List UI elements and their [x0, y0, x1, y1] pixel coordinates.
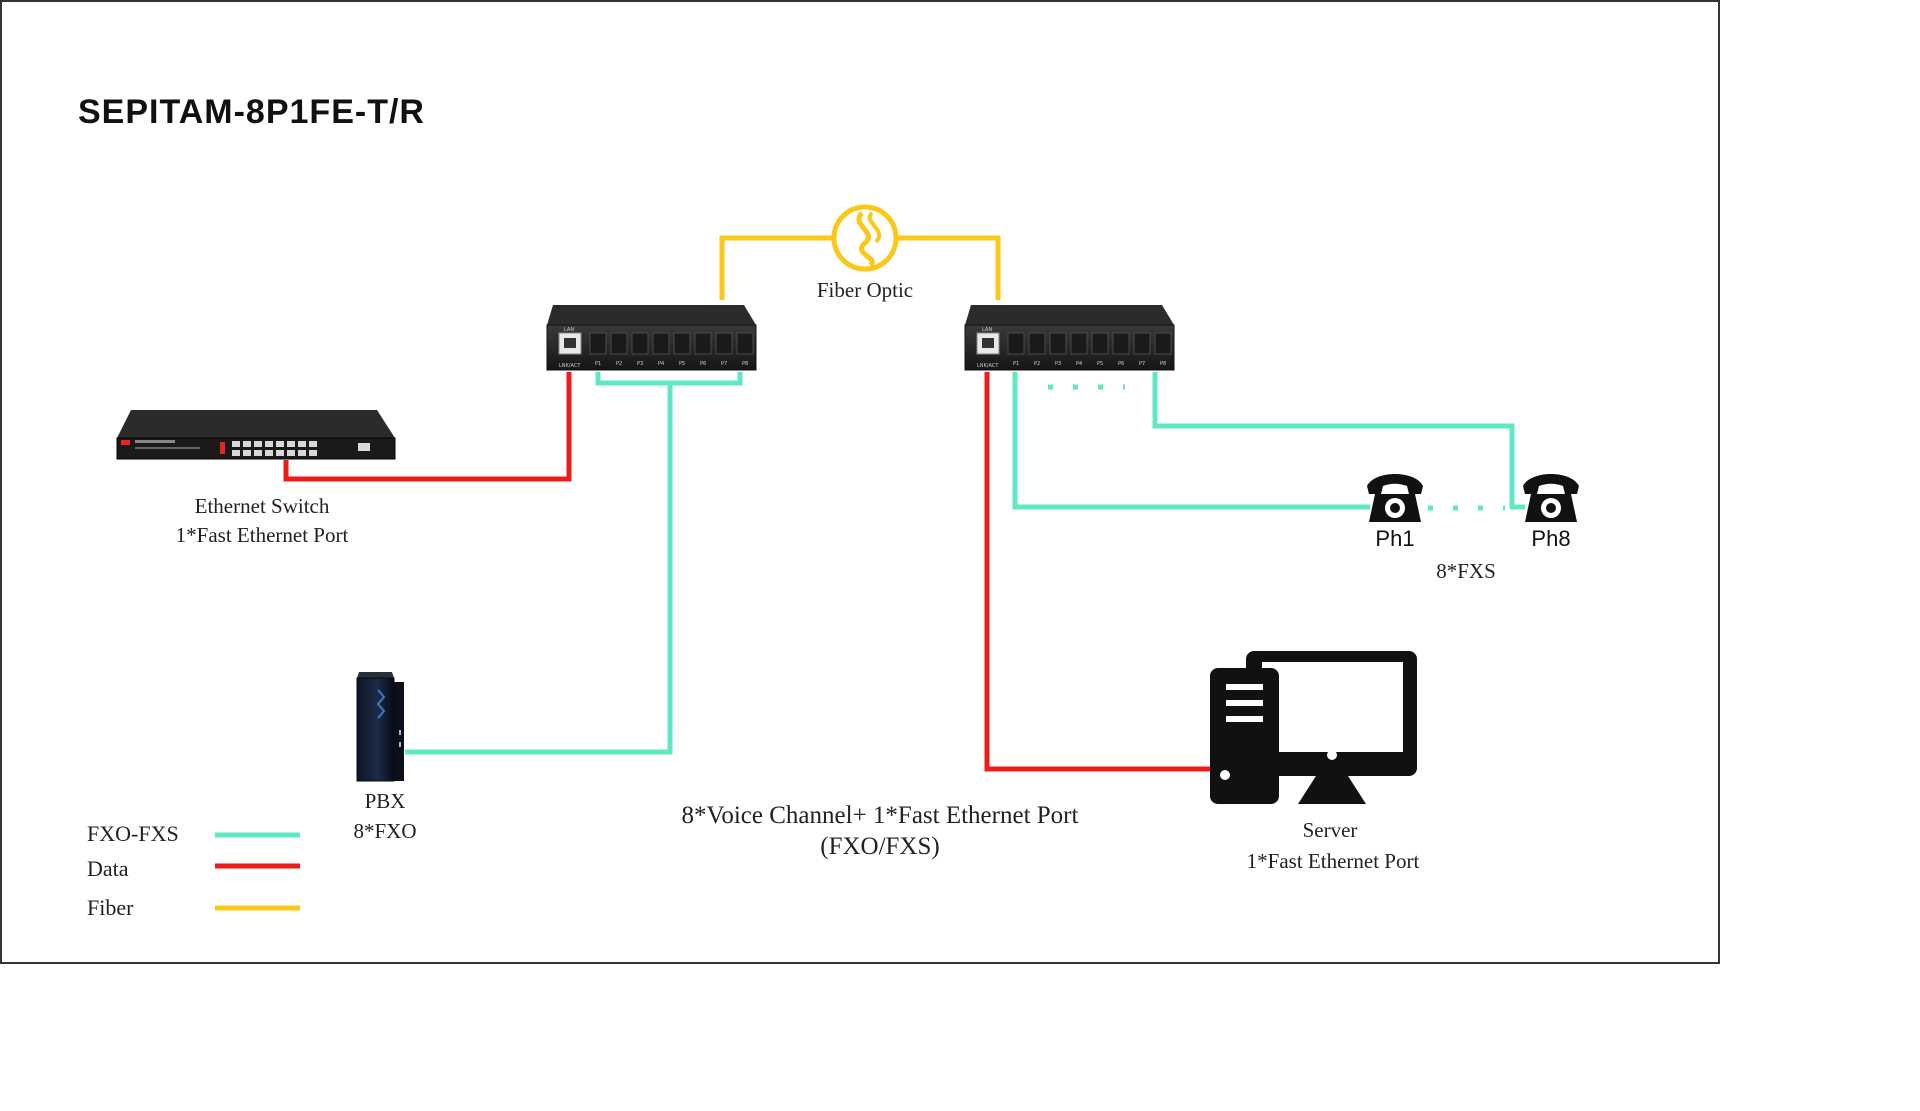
legend-label-fiber: Fiber: [87, 895, 134, 920]
ethernet-switch-icon: [116, 410, 396, 460]
phone-label-first: Ph1: [1375, 526, 1414, 551]
data-line-switch: [283, 372, 572, 482]
pbx-port-label: 8*FXO: [353, 819, 416, 843]
center-caption-line1: 8*Voice Channel+ 1*Fast Ethernet Port: [682, 802, 1079, 829]
converter-device-icon: LAN LNK/ACT P1 P2 P3 P4 P5 P6 P7 P8: [964, 305, 1175, 371]
fxs-line-ph8: [1152, 372, 1525, 510]
device-port-label: P7: [1139, 361, 1145, 367]
device-port-label: P8: [1160, 361, 1166, 367]
pbx-server-icon: [356, 672, 404, 782]
desktop-computer-icon: [1210, 651, 1417, 804]
device-port-label: P4: [658, 361, 664, 367]
device-port-label: P4: [1076, 361, 1082, 367]
device-port-label: P5: [1097, 361, 1103, 367]
fiber-optic-icon: [831, 204, 899, 272]
fxs-line-ph1: [1012, 372, 1370, 510]
device-port-label: P1: [595, 361, 601, 367]
legend-label-data: Data: [87, 856, 129, 881]
legend-label-fxo-fxs: FXO-FXS: [87, 821, 179, 846]
fiber-line: [898, 235, 1001, 300]
device-port-label: P3: [1055, 361, 1061, 367]
converter-device-icon: LAN LNK/ACT P1 P2 P3 P4 P5 P6 P7 P8: [546, 305, 757, 371]
legend: FXO-FXS Data Fiber: [87, 821, 300, 920]
fxs-group-label: 8*FXS: [1436, 559, 1496, 583]
device-port-label: P6: [1118, 361, 1124, 367]
diagram-frame: [0, 0, 1720, 964]
fiber-line: [719, 235, 833, 300]
device-lan-label: LAN: [982, 327, 992, 333]
device-port-label: P7: [721, 361, 727, 367]
phone-label-last: Ph8: [1531, 526, 1570, 551]
server-label: Server: [1303, 818, 1358, 842]
telephone-icon: [1367, 474, 1423, 522]
device-link-label: LNK/ACT: [977, 363, 999, 369]
device-link-label: LNK/ACT: [559, 363, 581, 369]
device-port-label: P8: [742, 361, 748, 367]
ethernet-switch-port-label: 1*Fast Ethernet Port: [176, 523, 349, 547]
device-lan-label: LAN: [564, 327, 574, 333]
device-port-label: P2: [1034, 361, 1040, 367]
fiber-optic-label: Fiber Optic: [817, 278, 913, 302]
data-line-server: [984, 372, 1210, 772]
pbx-label: PBX: [365, 789, 406, 813]
ethernet-switch-label: Ethernet Switch: [195, 494, 330, 518]
device-port-label: P5: [679, 361, 685, 367]
telephone-icon: [1523, 474, 1579, 522]
device-port-label: P6: [700, 361, 706, 367]
diagram-title: SEPITAM-8P1FE-T/R: [78, 93, 425, 131]
server-port-label: 1*Fast Ethernet Port: [1247, 849, 1420, 873]
device-port-label: P2: [616, 361, 622, 367]
fxo-line-pbx: [405, 383, 673, 755]
center-caption-line2: (FXO/FXS): [820, 833, 939, 860]
device-port-label: P3: [637, 361, 643, 367]
device-port-label: P1: [1013, 361, 1019, 367]
